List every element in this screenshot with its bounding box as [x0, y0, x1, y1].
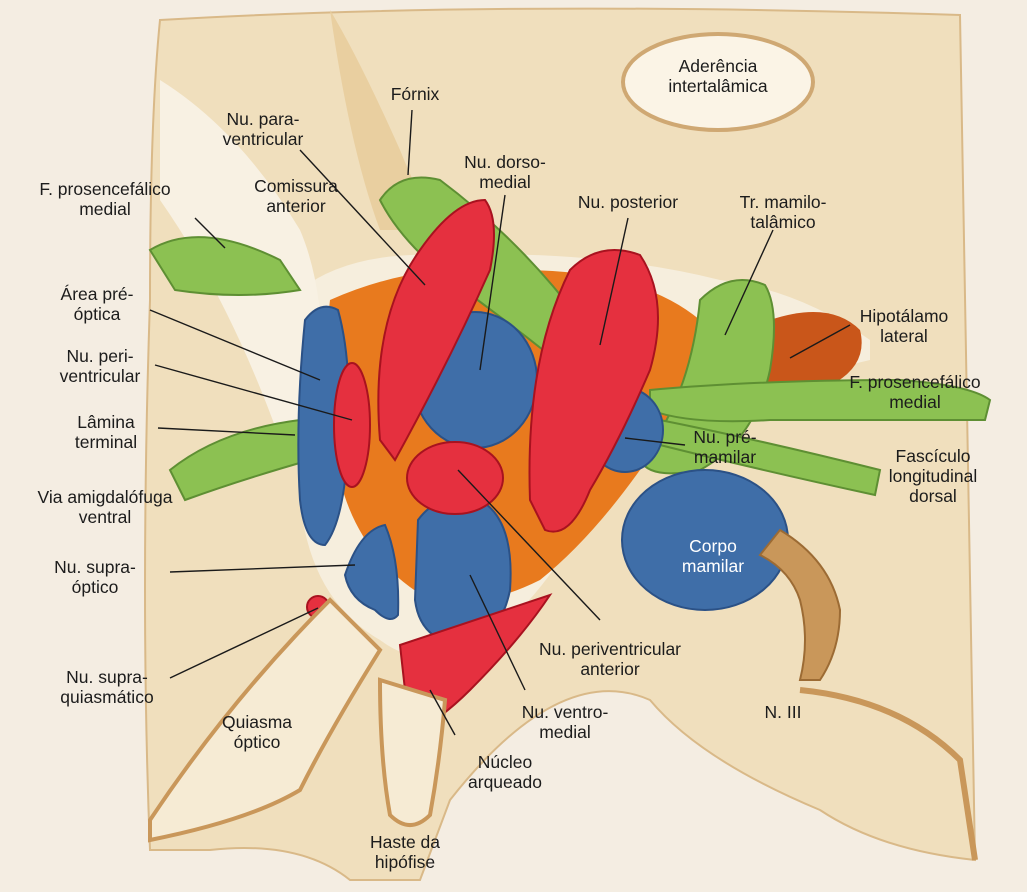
label-mamilotalamico: Tr. mamilo-talâmico [740, 192, 827, 232]
label-supraquiasmatico: Nu. supra-quiasmático [60, 667, 153, 707]
label-periventricular: Nu. peri-ventricular [60, 346, 141, 386]
label-premamilar: Nu. pré-mamilar [693, 427, 756, 467]
periventricular-shape [334, 363, 370, 487]
label-paraventricular: Nu. para-ventricular [223, 109, 304, 149]
label-posterior: Nu. posterior [578, 192, 678, 212]
label-fornix: Fórnix [391, 84, 440, 104]
label-n3: N. III [765, 702, 802, 722]
